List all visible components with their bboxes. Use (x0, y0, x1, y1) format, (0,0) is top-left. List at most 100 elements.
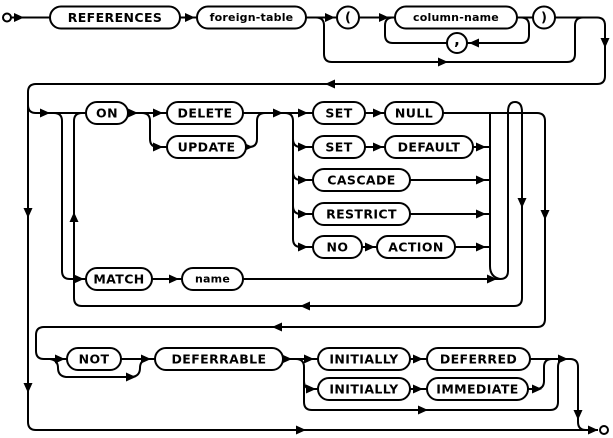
keyword-set-default-set: SET (312, 135, 366, 159)
keyword-initially-immediate: INITIALLY (317, 377, 411, 401)
punct-comma: , (446, 31, 468, 54)
arrowhead-icon (469, 38, 479, 48)
nonterminal-label: name (195, 273, 230, 286)
arrowhead-icon (373, 142, 383, 152)
keyword-box (85, 267, 153, 291)
rail-comma-loop-right (467, 16, 530, 44)
arrowhead-icon (153, 108, 163, 118)
arrowhead-icon (476, 242, 486, 252)
arrowhead-icon (298, 175, 308, 185)
rail-update-branch (141, 112, 167, 148)
keyword-label: SET (325, 140, 352, 155)
keyword-label: ON (96, 106, 118, 121)
punct-circle (336, 5, 360, 30)
arrowheads (14, 13, 610, 435)
keyword-label: DEFAULT (398, 140, 461, 155)
arrowhead-icon (74, 274, 84, 284)
keyword-label: DELETE (178, 106, 233, 121)
keyword-deferred: DEFERRED (426, 347, 531, 371)
punct-label: ) (541, 11, 547, 26)
arrowhead-icon (23, 383, 33, 393)
rail-not-bypass (49, 358, 149, 378)
rail-loop-return (73, 112, 514, 307)
keyword-label: NO (327, 240, 349, 255)
arrowhead-icon (325, 79, 335, 89)
keyword-cascade: CASCADE (312, 168, 411, 192)
keyword-box (317, 377, 411, 401)
nonterminal-foreign-table: foreign-table (196, 5, 307, 30)
keyword-label: IMMEDIATE (436, 382, 518, 397)
arrowhead-icon (558, 354, 568, 364)
arrowhead-icon (126, 372, 136, 382)
keyword-default: DEFAULT (384, 135, 474, 159)
keyword-deferrable: DEFERRABLE (154, 347, 284, 371)
keyword-label: ACTION (388, 240, 444, 255)
arrowhead-icon (304, 354, 314, 364)
keyword-box (426, 347, 531, 371)
arrowhead-icon (306, 384, 316, 394)
keyword-box (384, 101, 444, 125)
end-terminal-icon (599, 425, 609, 435)
arrowhead-icon (153, 142, 163, 152)
keyword-label: CASCADE (327, 173, 395, 188)
rail-null-out-exit-to-not-row (35, 112, 546, 360)
keyword-label: NULL (395, 106, 433, 121)
keyword-box (166, 101, 244, 125)
keyword-box (376, 235, 456, 259)
keyword-delete: DELETE (166, 101, 244, 125)
arrowhead-icon (300, 301, 310, 311)
arrowhead-icon (588, 425, 598, 435)
keyword-box (312, 202, 411, 226)
keyword-box (312, 135, 366, 159)
keyword-box (317, 347, 411, 371)
arrowhead-icon (476, 175, 486, 185)
rail-update-merge (246, 112, 266, 148)
arrowhead-icon (128, 108, 138, 118)
keyword-box (49, 5, 181, 30)
arrowhead-icon (517, 198, 527, 208)
keyword-no: NO (312, 235, 363, 259)
keyword-update: UPDATE (166, 135, 247, 159)
arrowhead-icon (141, 354, 151, 364)
punct-rparen: ) (532, 5, 556, 30)
arrowhead-icon (185, 13, 195, 22)
keyword-restrict: RESTRICT (312, 202, 411, 226)
keyword-box (154, 347, 284, 371)
keyword-label: REFERENCES (68, 10, 163, 25)
arrowhead-icon (413, 384, 423, 394)
keyword-label: UPDATE (178, 140, 236, 155)
keyword-label: NOT (79, 352, 110, 367)
arrowhead-icon (365, 242, 375, 252)
keyword-not: NOT (66, 347, 122, 371)
arrowhead-icon (14, 13, 24, 22)
keyword-box (66, 347, 122, 371)
arrowhead-icon (476, 209, 486, 219)
keyword-match: MATCH (85, 267, 153, 291)
rail-paren-bypass (315, 16, 584, 63)
start-terminal-icon (2, 12, 12, 23)
nonterminal-box (394, 5, 518, 30)
keyword-box (166, 135, 247, 159)
keyword-label: RESTRICT (326, 207, 397, 222)
arrowhead-icon (69, 212, 79, 222)
arrowhead-icon (413, 354, 423, 364)
arrowhead-icon (298, 242, 308, 252)
punct-lparen: ( (336, 5, 360, 30)
punct-circle (532, 5, 556, 30)
keyword-box (312, 168, 411, 192)
arrowhead-icon (600, 38, 610, 48)
arrowhead-icon (540, 210, 550, 220)
rail-deferred-out-to-bottom (530, 358, 587, 431)
arrowhead-icon (532, 384, 542, 394)
keyword-on: ON (85, 101, 129, 125)
nonterminal-name: name (181, 267, 244, 291)
keyword-null: NULL (384, 101, 444, 125)
keyword-label: INITIALLY (329, 352, 399, 367)
punct-label: ( (345, 11, 351, 26)
arrowhead-icon (272, 322, 282, 332)
keyword-label: SET (325, 106, 352, 121)
rail-on-entry (27, 104, 86, 114)
rail-match-branch (53, 112, 86, 280)
arrowhead-icon (296, 425, 306, 435)
